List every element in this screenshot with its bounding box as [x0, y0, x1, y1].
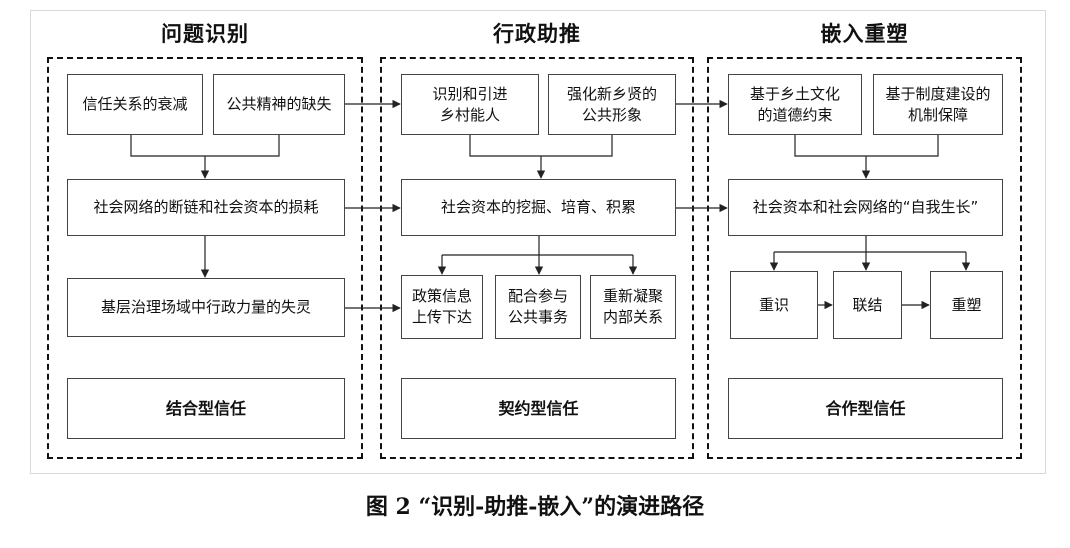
- column-title-embedding-reshaping: 嵌入重塑: [820, 22, 909, 46]
- column-title-administrative-nudge: 行政助推: [493, 22, 581, 46]
- box-new-gentry-image: 强化新乡贤的 公共形象: [548, 74, 676, 135]
- column-title-problem-identification: 问题识别: [161, 22, 249, 46]
- box-public-affairs: 配合参与 公共事务: [495, 275, 581, 339]
- box-cooperative-trust: 合作型信任: [728, 378, 1003, 439]
- box-network-breakage: 社会网络的断链和社会资本的损耗: [67, 179, 345, 236]
- figure-frame: [30, 10, 1046, 474]
- box-policy-information: 政策信息 上传下达: [401, 275, 483, 339]
- box-connect: 联结: [833, 271, 902, 339]
- box-administrative-failure: 基层治理场域中行政力量的失灵: [67, 278, 345, 337]
- column-problem-identification: [47, 57, 363, 459]
- box-bonding-trust: 结合型信任: [67, 378, 345, 439]
- box-social-capital-cultivation: 社会资本的挖掘、培育、积累: [401, 179, 676, 236]
- box-self-growth: 社会资本和社会网络的“自我生长”: [728, 179, 1003, 236]
- box-institutional-guarantee: 基于制度建设的 机制保障: [873, 74, 1003, 135]
- box-contractual-trust: 契约型信任: [401, 378, 676, 439]
- box-recognize: 重识: [730, 271, 818, 339]
- box-trust-decline: 信任关系的衰减: [67, 74, 203, 135]
- box-moral-constraint: 基于乡土文化 的道德约束: [728, 74, 862, 135]
- box-internal-relations: 重新凝聚 内部关系: [590, 275, 676, 339]
- box-reshape: 重塑: [930, 271, 1003, 339]
- column-embedding-reshaping: [707, 57, 1022, 459]
- column-administrative-nudge: [380, 57, 694, 459]
- box-identify-village-talent: 识别和引进 乡村能人: [401, 74, 539, 135]
- figure-caption: 图 2 “识别-助推-嵌入”的演进路径: [365, 494, 705, 520]
- box-public-spirit-absence: 公共精神的缺失: [213, 74, 345, 135]
